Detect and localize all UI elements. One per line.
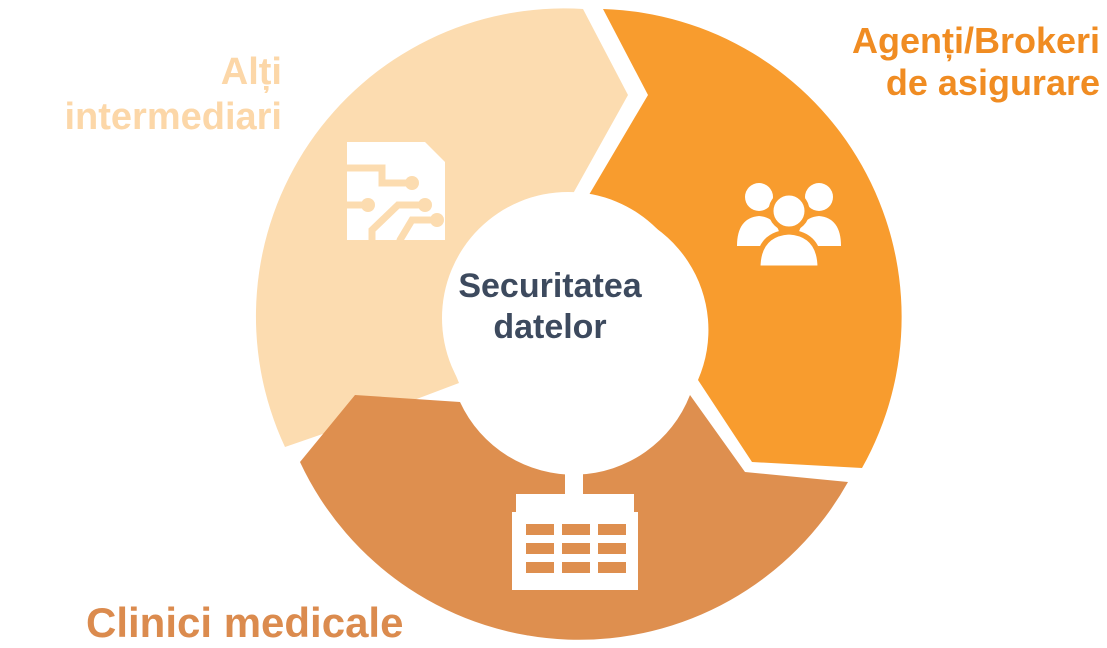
center-title: Securitatea datelor <box>430 266 670 348</box>
label-agents-line-1: Agenți/Brokeri <box>851 20 1100 61</box>
label-agents-brokers: Agenți/Brokeri de asigurare <box>790 20 1100 105</box>
circuit-chip-icon <box>343 142 445 244</box>
hospital-building-icon <box>512 474 638 590</box>
label-other-line-1: Alți <box>220 51 282 93</box>
label-other-intermediaries: Alți intermediari <box>0 50 282 140</box>
label-other-line-2: intermediari <box>64 95 282 138</box>
people-group-icon <box>737 183 841 271</box>
label-agents-line-2: de asigurare <box>885 62 1100 104</box>
label-medical-clinics: Clinici medicale <box>86 598 403 648</box>
label-clinics-line-1: Clinici medicale <box>86 599 404 646</box>
center-title-line-2: datelor <box>493 307 607 346</box>
center-circle <box>442 192 694 444</box>
center-title-line-1: Securitatea <box>458 267 642 305</box>
